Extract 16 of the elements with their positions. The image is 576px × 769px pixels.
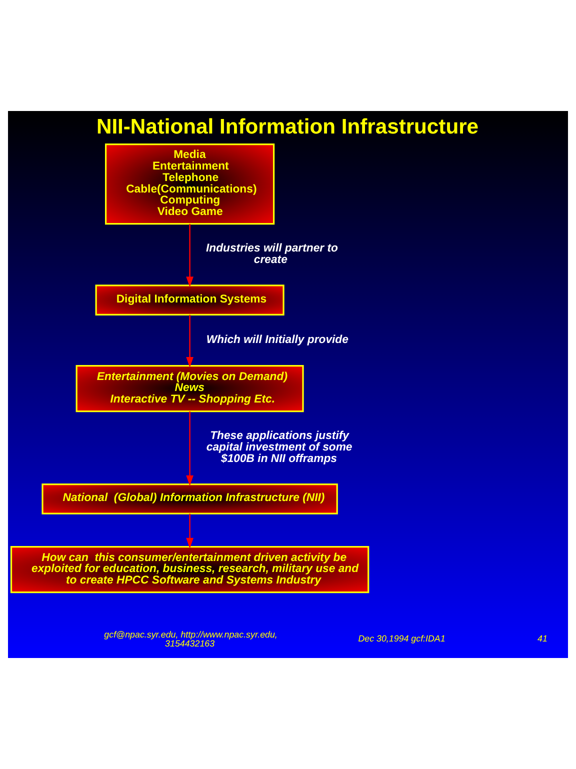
arrow: [186, 224, 194, 288]
node-box: Media Entertainment Telephone Cable(Communications) Computing Video Game: [104, 143, 275, 225]
label: Dec 30,1994 gcf:IDA1: [358, 634, 446, 644]
edge-label: These applications justify capital investment of some $100B in NII offramps: [206, 430, 352, 465]
diagram-title: NII-National Information Infrastructure: [96, 116, 479, 139]
edge-label: Which will Initially provide: [206, 334, 348, 346]
label: 41: [538, 634, 548, 644]
arrow: [186, 314, 194, 368]
arrow: [186, 514, 194, 548]
node-box: Digital Information Systems: [95, 284, 284, 316]
node-box: National (Global) Information Infrastructure (NII): [42, 484, 338, 514]
label: gcf@npac.syr.edu, http://www.npac.syr.edu, 3154432163: [104, 630, 278, 648]
arrow: [186, 411, 194, 486]
node-box: Entertainment (Movies on Demand) News Interactive TV -- Shopping Etc.: [76, 365, 304, 412]
edge-label: Industries will partner to create: [206, 242, 338, 266]
node-box: How can this consumer/entertainment driven activity be exploited for education, business, research, military use and to create HPCC Software and Systems Industry: [10, 546, 370, 594]
